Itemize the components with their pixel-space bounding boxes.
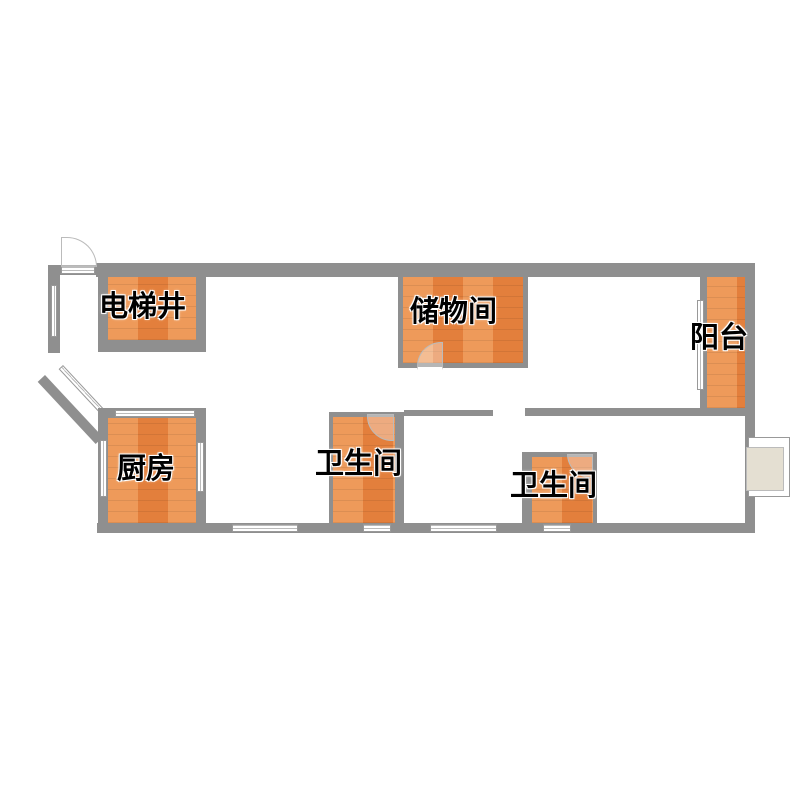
- interior-wall-right: [525, 408, 747, 416]
- ac-unit: [746, 447, 784, 491]
- interior-wall-left: [404, 410, 493, 416]
- left-wall-diagonal: [37, 375, 103, 444]
- room-label-elevator: 电梯井: [99, 289, 187, 323]
- entry-door-frame[interactable]: [61, 266, 95, 274]
- bottom-window-4: [543, 524, 571, 532]
- kitchen-left-window: [100, 440, 107, 497]
- balcony-floor: [707, 277, 745, 408]
- kitchen-floor: [108, 418, 196, 523]
- entry-door-swing[interactable]: [61, 237, 97, 267]
- bottom-window-1: [232, 524, 298, 532]
- room-label-balcony: 阳台: [690, 320, 749, 354]
- kitchen-top-window: [115, 410, 195, 417]
- elevator-floor: [108, 277, 196, 340]
- room-label-bathroom1: 卫生间: [315, 446, 403, 480]
- room-label-storage: 储物间: [410, 294, 498, 328]
- balcony-window: [697, 300, 704, 390]
- left-window: [51, 285, 57, 337]
- bottom-window-3: [430, 524, 497, 532]
- kitchen-right-window: [197, 442, 204, 492]
- bottom-window-2: [363, 524, 391, 532]
- room-label-kitchen: 厨房: [117, 451, 176, 485]
- bottom-wall: [97, 523, 755, 533]
- room-label-bathroom2: 卫生间: [510, 468, 598, 502]
